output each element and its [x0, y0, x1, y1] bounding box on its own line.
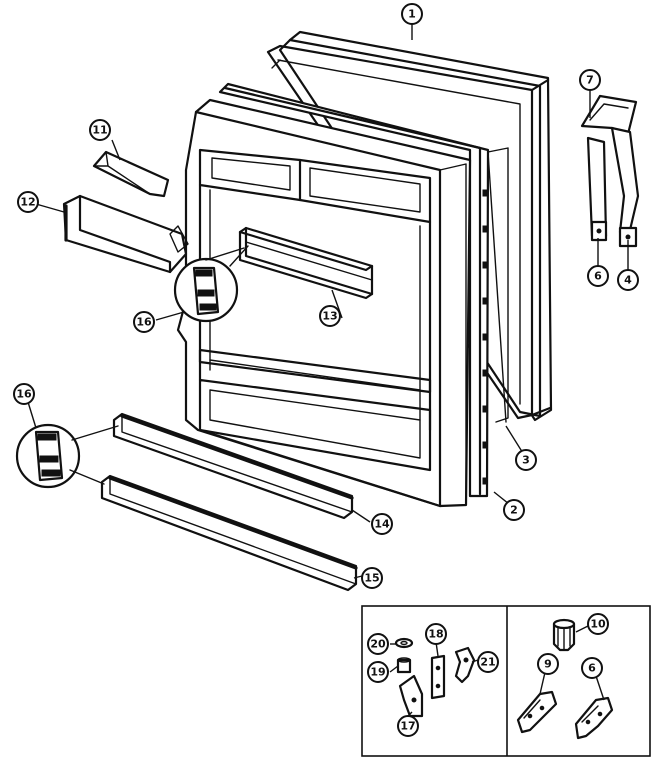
svg-text:14: 14 [374, 518, 390, 531]
svg-text:17: 17 [400, 720, 415, 733]
plate-part-18 [430, 654, 446, 700]
svg-text:16: 16 [16, 388, 32, 401]
callout-6-inset: 6 [581, 657, 603, 679]
callout-7: 7 [579, 69, 601, 91]
svg-text:6: 6 [594, 270, 602, 283]
door-liner-frame [218, 82, 509, 498]
washer-part-20 [394, 637, 414, 649]
callout-2: 2 [503, 499, 525, 521]
callout-4: 4 [617, 269, 639, 291]
plug-part-10 [552, 618, 576, 652]
callout-12: 12 [17, 191, 39, 213]
callout-11: 11 [89, 119, 111, 141]
dairy-compartment-12 [62, 194, 189, 274]
liner-screw-holes [482, 189, 488, 485]
door-shelf-bar-14 [112, 412, 354, 520]
callout-9: 9 [537, 653, 559, 675]
dairy-door-cover-11 [92, 150, 170, 198]
svg-text:21: 21 [480, 656, 495, 669]
callout-6-strap: 6 [587, 265, 609, 287]
callout-20: 20 [367, 633, 389, 655]
svg-text:6: 6 [588, 662, 596, 675]
svg-text:10: 10 [590, 618, 606, 631]
callout-18: 18 [425, 623, 447, 645]
svg-text:18: 18 [428, 628, 443, 641]
detail-circle-16-lower [15, 423, 119, 489]
svg-text:12: 12 [20, 196, 35, 209]
cover-part-6 [574, 696, 614, 740]
bushing-part-19 [396, 657, 412, 674]
callout-21: 21 [477, 651, 499, 673]
callout-15: 15 [361, 567, 383, 589]
callout-3: 3 [515, 449, 537, 471]
callout-14: 14 [371, 513, 393, 535]
svg-text:15: 15 [364, 572, 379, 585]
hinge-part-17 [398, 674, 424, 718]
svg-text:7: 7 [586, 74, 594, 87]
detail-circle-16-upper [173, 245, 249, 323]
callout-16-upper: 16 [133, 311, 155, 333]
door-shelf-bar-15 [100, 474, 358, 592]
callout-19: 19 [367, 661, 389, 683]
door-shelf-bar-13 [238, 226, 374, 300]
svg-text:16: 16 [136, 316, 152, 329]
cover-part-9 [516, 690, 558, 734]
svg-text:13: 13 [322, 310, 337, 323]
svg-text:11: 11 [92, 124, 107, 137]
svg-text:2: 2 [510, 504, 518, 517]
callout-16-lower: 16 [13, 383, 35, 405]
hardware-inset-box [361, 605, 651, 757]
svg-text:1: 1 [408, 8, 416, 21]
svg-text:20: 20 [370, 638, 386, 651]
callout-1: 1 [401, 3, 423, 25]
svg-text:3: 3 [522, 454, 530, 467]
svg-text:4: 4 [624, 274, 632, 287]
bracket-part-21 [454, 646, 476, 684]
door-strap-assembly [580, 94, 640, 248]
svg-text:9: 9 [544, 658, 552, 671]
callout-17: 17 [397, 715, 419, 737]
callout-13: 13 [319, 305, 341, 327]
callout-10: 10 [587, 613, 609, 635]
svg-text:19: 19 [370, 666, 385, 679]
